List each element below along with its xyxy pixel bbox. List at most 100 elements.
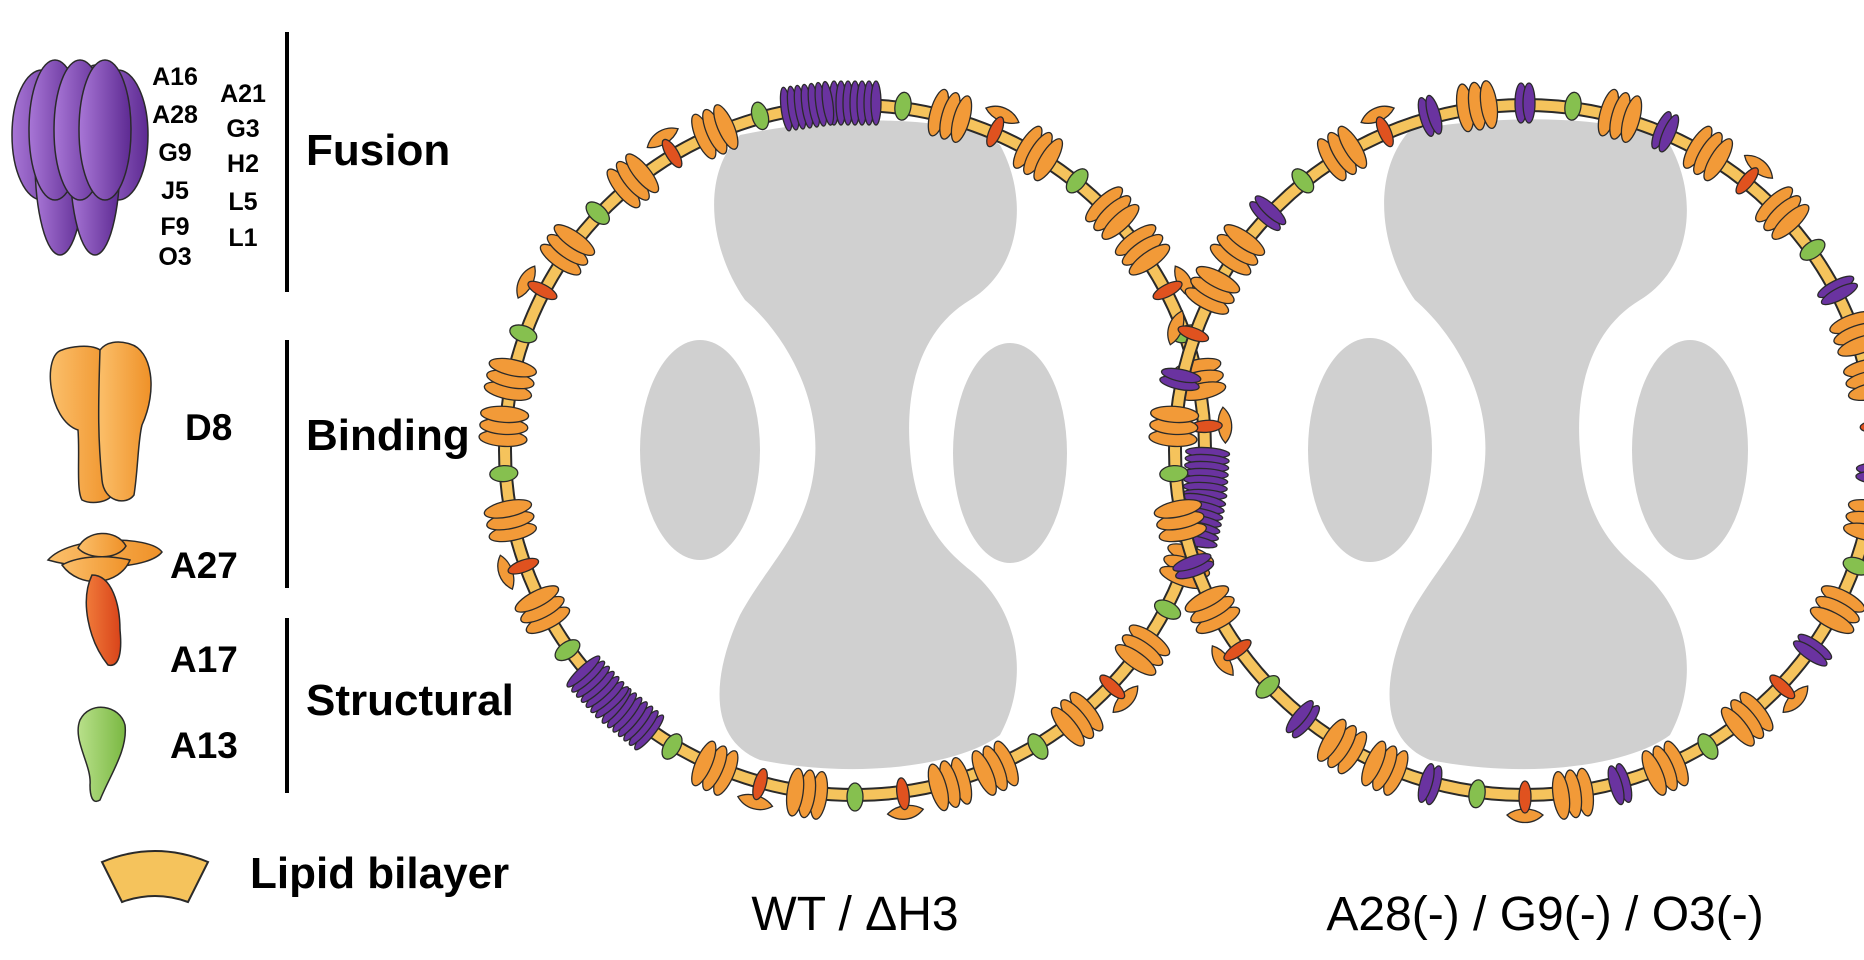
- virion-mutant-protein-A: [1360, 105, 1396, 148]
- virion-mutant-protein-D: [1361, 740, 1409, 796]
- virion-wt-protein-G: [509, 324, 538, 344]
- virion-mutant-protein-G: [1468, 779, 1486, 809]
- fusion-protein-g9: G9: [158, 139, 191, 167]
- virion-mutant-protein-f: [1249, 195, 1287, 232]
- virion-wt-protein-D: [927, 88, 973, 143]
- fusion-protein-h2: H2: [227, 150, 259, 178]
- virion-mutant-protein-D: [1184, 265, 1241, 315]
- virion-wt-lateral-body-left: [640, 340, 760, 560]
- virion-mutant-protein-D: [1597, 88, 1643, 143]
- lipid-label: Lipid bilayer: [250, 849, 509, 898]
- virion-mutant-protein-A: [1211, 639, 1252, 677]
- virion-wt-protein-A: [516, 265, 558, 301]
- virion-mutant-protein-G: [1291, 168, 1315, 194]
- virion-wt-protein-D: [483, 498, 537, 543]
- virion-mutant-protein-G: [1564, 91, 1582, 121]
- virion-mutant-protein-D: [1809, 585, 1864, 635]
- virion-wt-protein-D: [691, 104, 739, 160]
- virion-wt-protein-D: [1012, 125, 1064, 182]
- virion-wt-protein-D: [1114, 624, 1171, 676]
- structural-label: Structural: [306, 676, 514, 725]
- virion-mutant-membrane: [1148, 80, 1864, 824]
- virion-mutant-protein-D: [1843, 357, 1864, 402]
- virion-wt-protein-D: [927, 757, 973, 812]
- virion-wt-protein-A: [497, 554, 540, 591]
- virion-mutant-protein-f: [1792, 633, 1833, 667]
- virion-mutant-protein-D: [1829, 310, 1864, 357]
- binding-label: Binding: [306, 411, 470, 460]
- virion-wt-protein-D: [1050, 691, 1104, 747]
- virion-wt-protein-F: [566, 655, 630, 719]
- virion-mutant-protein-G: [1255, 675, 1280, 699]
- fusion-protein-a16: A16: [152, 63, 198, 91]
- virion-mutant-protein-A: [1735, 154, 1774, 195]
- virion-wt-protein-D: [1085, 186, 1140, 240]
- virion-wt-protein-G: [750, 101, 770, 131]
- virion-wt-protein-G: [894, 91, 912, 121]
- d8-label: D8: [185, 407, 232, 448]
- virion-wt-caption: WT / ΔH3: [751, 888, 958, 941]
- fusion-protein-f9: F9: [160, 213, 189, 241]
- virion-mutant-protein-f: [1514, 82, 1536, 124]
- virion-mutant-protein-f: [1417, 94, 1443, 137]
- fusion-protein-g3: G3: [226, 115, 259, 143]
- a13-protein-icon: [77, 706, 127, 802]
- virion-mutant-protein-f: [1817, 275, 1859, 306]
- virion-wt-protein-A: [1099, 674, 1139, 713]
- virion-mutant-protein-f: [1417, 763, 1443, 806]
- virion-wt-protein-G: [585, 201, 610, 225]
- virion-mutant-protein-G: [1159, 464, 1189, 483]
- virion-mutant-protein-D: [1209, 224, 1266, 276]
- virion-wt-protein-D: [483, 357, 537, 402]
- a27-label: A27: [170, 545, 238, 586]
- virion-wt-protein-G: [1153, 599, 1182, 620]
- virion-wt-protein-D: [514, 585, 571, 635]
- virion-mutant-protein-G: [1799, 238, 1826, 261]
- virion-wt-protein-D: [785, 767, 829, 820]
- virion-mutant-protein-f: [1285, 700, 1321, 739]
- virion-mutant-protein-G: [1697, 733, 1719, 760]
- virion-wt-protein-A: [984, 105, 1020, 148]
- virion-mutant-protein-f: [1172, 552, 1215, 580]
- virion-mutant-protein-D: [1551, 767, 1595, 820]
- virion-mutant-core: [1308, 119, 1748, 770]
- a17-label: A17: [170, 639, 238, 680]
- virion-wt-protein-G: [846, 782, 864, 812]
- fusion-protein-j5: J5: [161, 177, 189, 205]
- fusion-protein-o3: O3: [158, 243, 191, 271]
- virion-mutant: [1148, 80, 1864, 824]
- virion-wt-protein-F: [779, 80, 835, 132]
- virion-wt-protein-F: [1182, 446, 1231, 501]
- virion-mutant-caption: A28(-) / G9(-) / O3(-): [1326, 888, 1763, 941]
- fusion-complex-icon: [11, 59, 149, 256]
- virion-wt-protein-D: [606, 153, 660, 209]
- virion-wt-protein-D: [691, 740, 739, 796]
- virion-mutant-protein-D: [1641, 740, 1689, 796]
- virion-wt-protein-D: [1114, 224, 1171, 276]
- virion-wt-protein-G: [554, 639, 581, 662]
- virion-wt-protein-A: [736, 767, 774, 811]
- virion-wt-protein-A: [886, 777, 925, 820]
- virion-mutant-protein-D: [1682, 125, 1734, 182]
- fusion-protein-a28: A28: [152, 101, 198, 129]
- virion-wt-protein-G: [489, 464, 519, 483]
- virion-wt-protein-F: [828, 80, 882, 126]
- d8-protein-icon: [49, 341, 152, 504]
- virion-mutant-protein-D: [1316, 125, 1368, 182]
- fusion-label: Fusion: [306, 126, 450, 175]
- virion-mutant-protein-G: [1842, 556, 1864, 576]
- virion-mutant-protein-D: [1316, 718, 1368, 775]
- lipid-bilayer-icon: [100, 850, 210, 904]
- virion-mutant-protein-A: [1167, 309, 1210, 346]
- virion-wt: [478, 80, 1233, 820]
- virion-mutant-protein-f: [1159, 367, 1202, 392]
- virion-wt-protein-A: [646, 127, 683, 169]
- virion-mutant-protein-D: [1755, 186, 1810, 240]
- virion-mutant-protein-D: [1720, 691, 1774, 747]
- virion-wt-core-shape: [714, 120, 1017, 770]
- virion-mutant-protein-f: [1855, 462, 1864, 485]
- virion-mutant-protein-A: [1859, 419, 1864, 434]
- fusion-protein-l1: L1: [228, 224, 257, 252]
- virion-wt-protein-D: [478, 405, 530, 448]
